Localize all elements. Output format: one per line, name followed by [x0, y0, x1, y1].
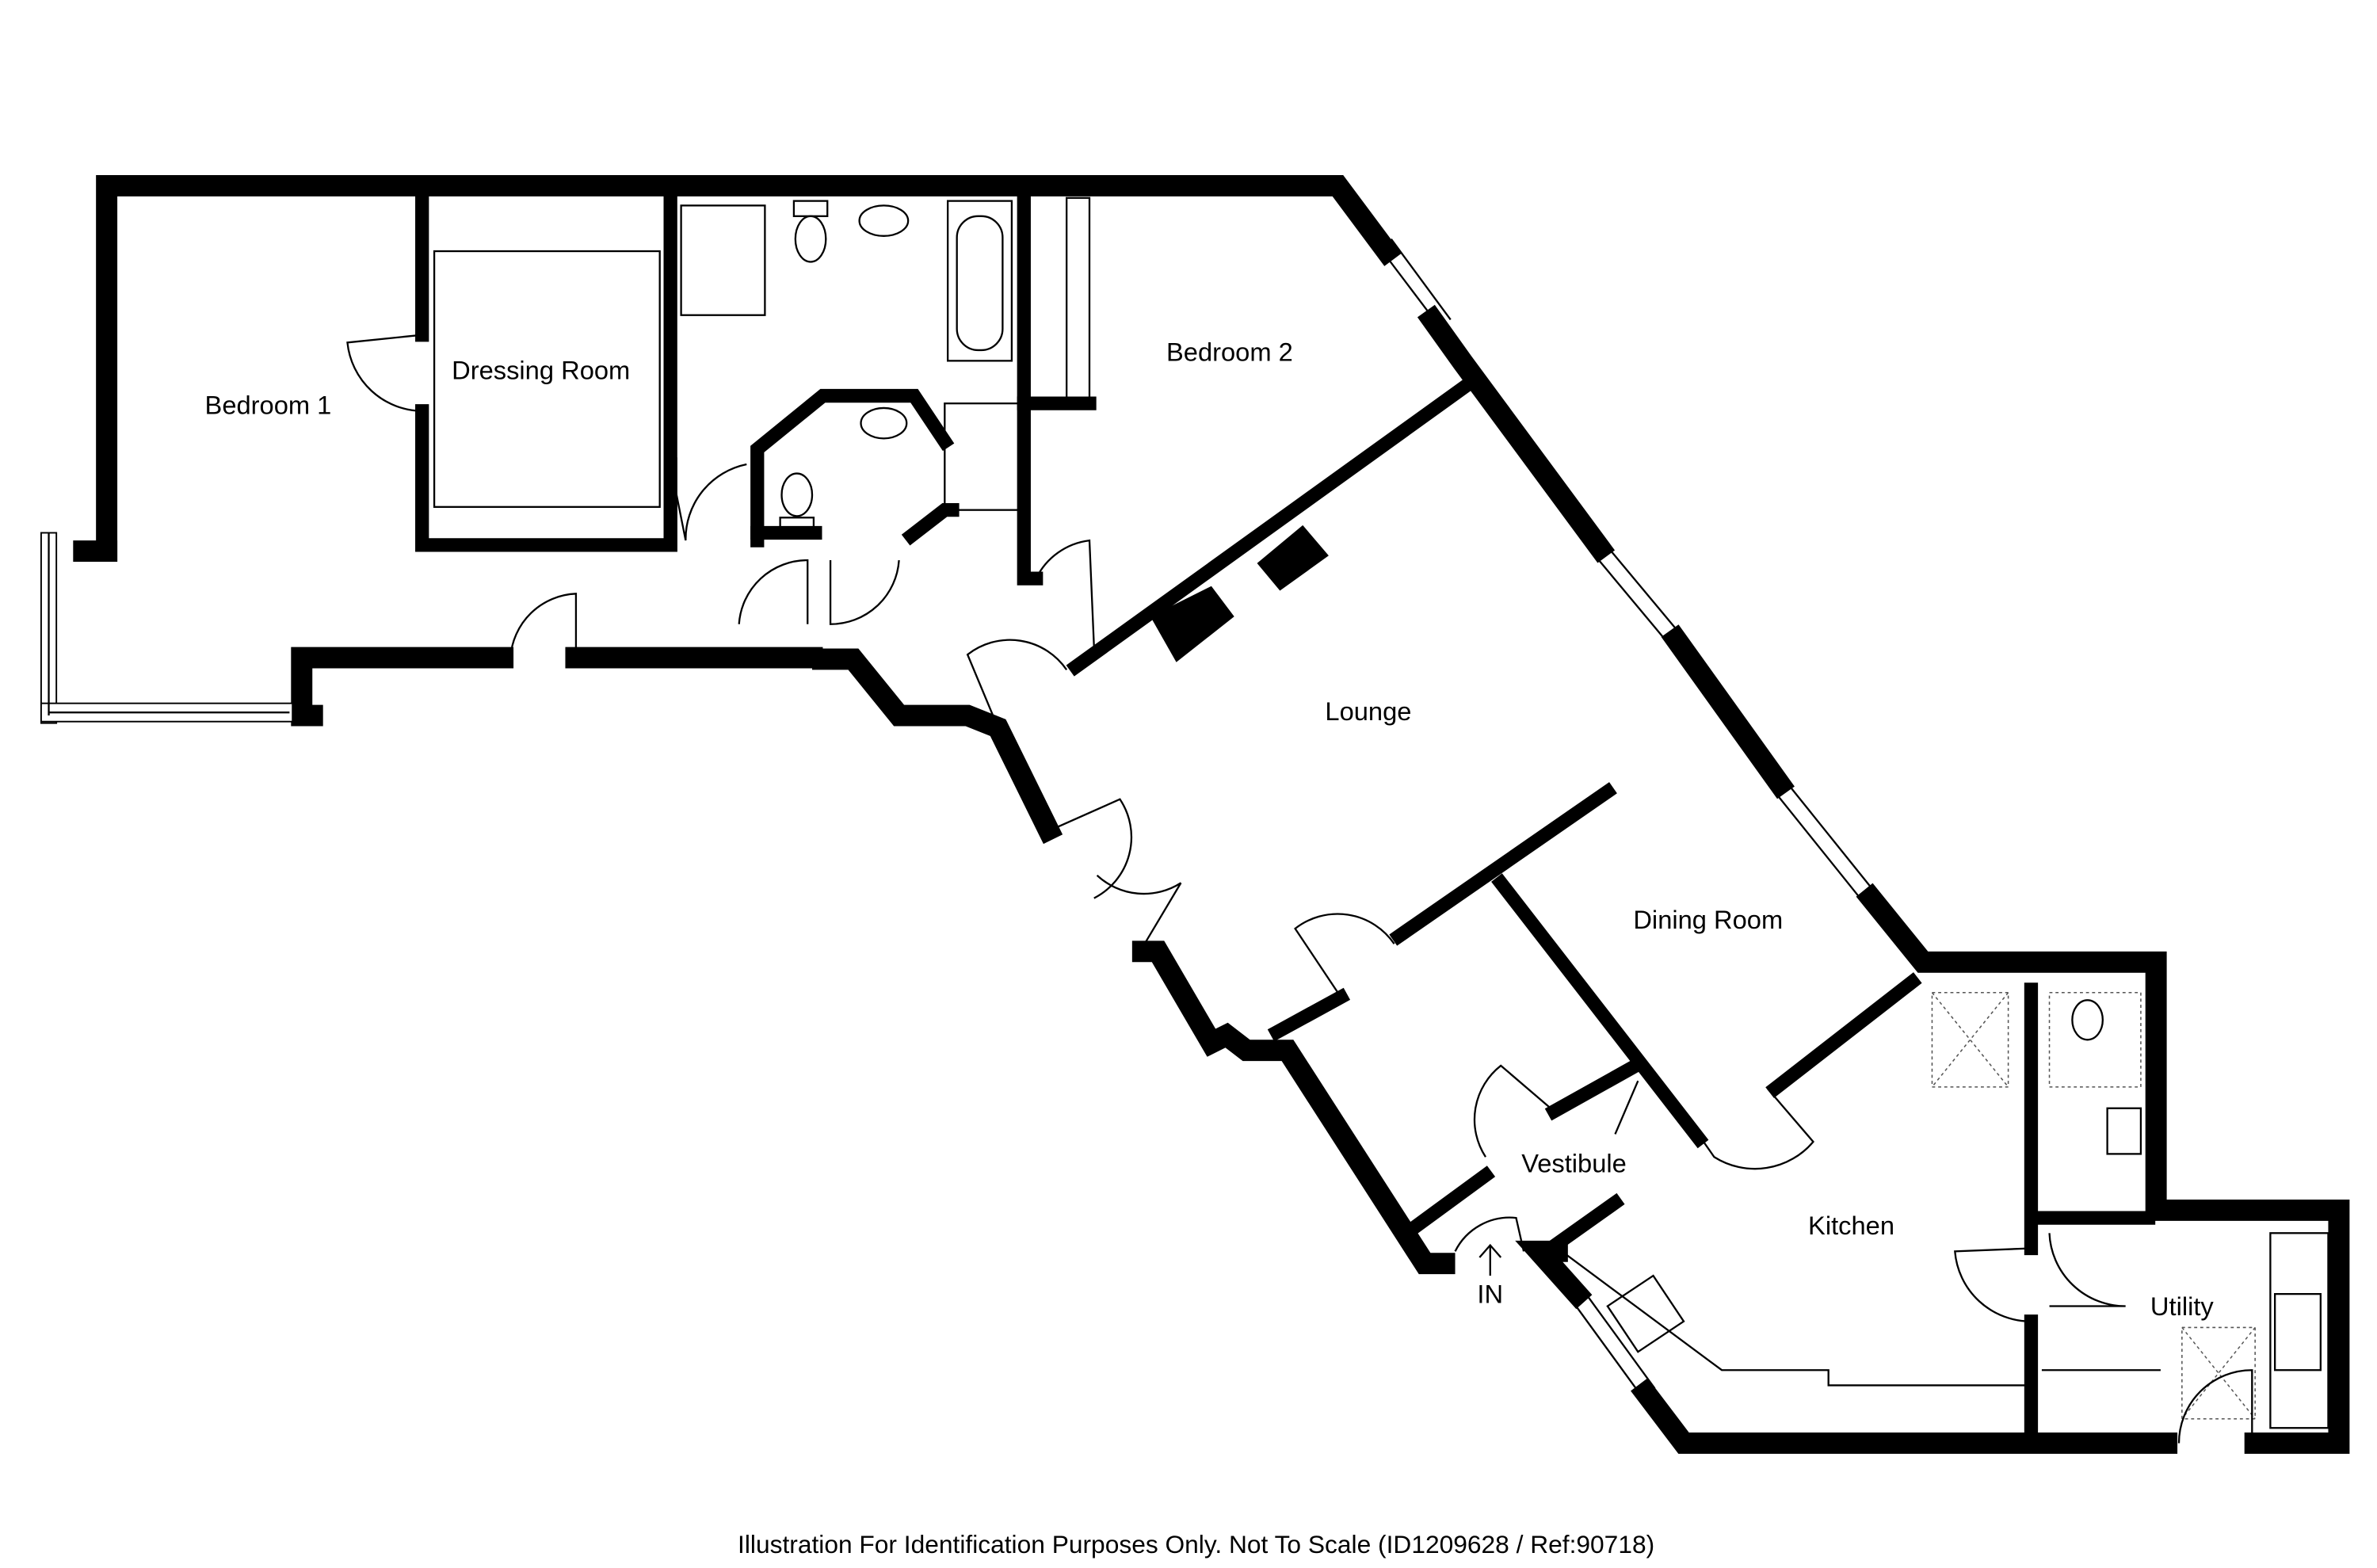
room-label-bedroom-1: Bedroom 1 [205, 391, 332, 420]
room-label-dressing-room: Dressing Room [452, 355, 630, 384]
entrance-label: IN [1477, 1280, 1503, 1309]
fixtures [433, 196, 2329, 1429]
room-label-vestibule: Vestibule [1521, 1148, 1627, 1177]
room-label-lounge: Lounge [1325, 696, 1411, 726]
room-label-bedroom-2: Bedroom 2 [1166, 337, 1293, 366]
entrance-arrow-icon [1478, 1243, 1502, 1276]
interior-walls [415, 191, 2156, 1438]
room-label-kitchen: Kitchen [1808, 1211, 1894, 1240]
outer-walls [40, 174, 2350, 1454]
doors [346, 334, 2253, 1444]
footer-disclaimer: Illustration For Identification Purposes… [738, 1530, 1654, 1558]
room-label-dining-room: Dining Room [1633, 905, 1783, 934]
room-label-utility: Utility [2150, 1291, 2215, 1321]
